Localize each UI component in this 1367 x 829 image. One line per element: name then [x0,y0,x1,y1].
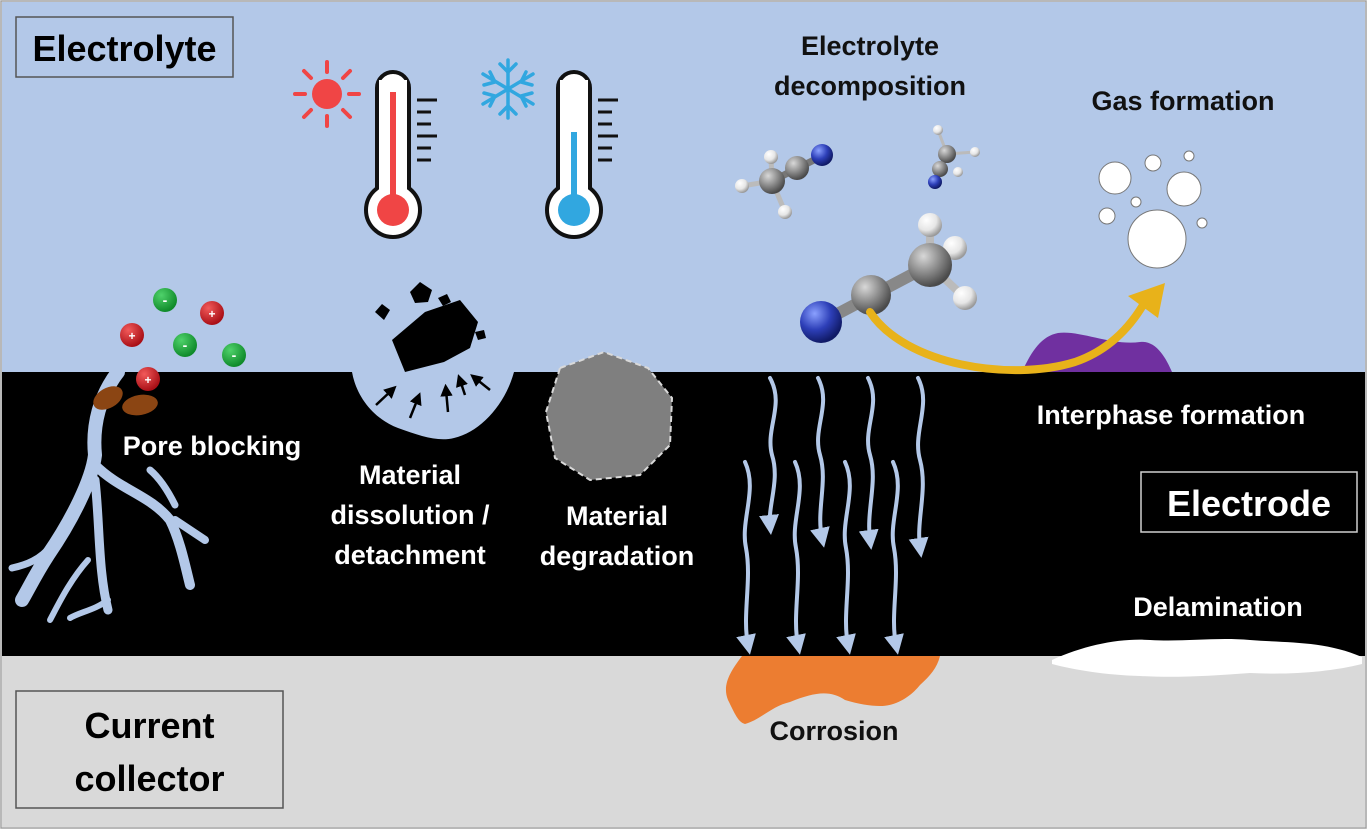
ions-cluster: - + + - - + [120,288,246,391]
detached-fragments-icon [375,282,486,372]
svg-text:-: - [183,337,188,353]
corrosion-label: Corrosion [769,716,898,746]
pore-blocking-particles [93,386,158,416]
delamination-label: Delamination [1133,592,1303,622]
cation-icon: + [120,323,144,347]
svg-text:-: - [163,292,168,308]
material-dissolution-label-line-1: Material [359,460,461,490]
electrolyte-penetration-arrows [736,376,929,655]
interphase-formation-label: Interphase formation [1037,400,1306,430]
gas-formation-label: Gas formation [1091,86,1274,116]
sun-icon [293,60,361,128]
cation-icon: + [200,301,224,325]
svg-text:-: - [232,347,237,363]
svg-text:+: + [208,307,215,321]
current-collector-label-box: Current collector [15,690,284,809]
current-collector-label-line-2: collector [74,758,224,799]
electrolyte-decomposition-label-line-1: Electrolyte [801,31,939,61]
material-dissolution-label-line-3: detachment [334,540,486,570]
material-dissolution-label-line-2: dissolution / [331,500,490,530]
current-collector-label-line-1: Current [84,705,214,746]
degraded-particle-shape [544,350,674,482]
gas-formation-arrow [866,296,1150,375]
electrode-label: Electrode [1167,483,1331,524]
gas-formation-arrow-head [1128,283,1165,318]
electrode-layer [2,372,1365,658]
anion-icon: - [153,288,177,312]
anion-icon: - [222,343,246,367]
thermometer-cold-icon [545,70,618,239]
delamination-gap-shape [1052,639,1362,677]
pore-blocking-label: Pore blocking [123,431,302,461]
dissolution-arrows [375,374,491,419]
thermometer-hot-icon [364,70,437,239]
material-degradation-label-line-2: degradation [540,541,695,571]
snowflake-icon [481,58,535,120]
electrolyte-decomposition-label-line-2: decomposition [774,71,966,101]
electrode-label-box: Electrode [1140,471,1358,533]
acetonitrile-molecule-small-icon [735,144,833,219]
material-degradation-label-line-1: Material [566,501,668,531]
corrosion-shape [725,656,940,724]
svg-text:+: + [128,329,135,343]
acetonitrile-molecule-large-icon [800,213,977,343]
gas-bubbles-icon [1098,150,1208,269]
anion-icon: - [173,333,197,357]
electrolyte-label: Electrolyte [32,28,216,69]
acetonitrile-molecule-tiny-icon [928,125,980,189]
cation-icon: + [136,367,160,391]
electrolyte-label-box: Electrolyte [15,16,234,78]
pore-crack-shape [8,365,209,623]
svg-text:+: + [144,373,151,387]
